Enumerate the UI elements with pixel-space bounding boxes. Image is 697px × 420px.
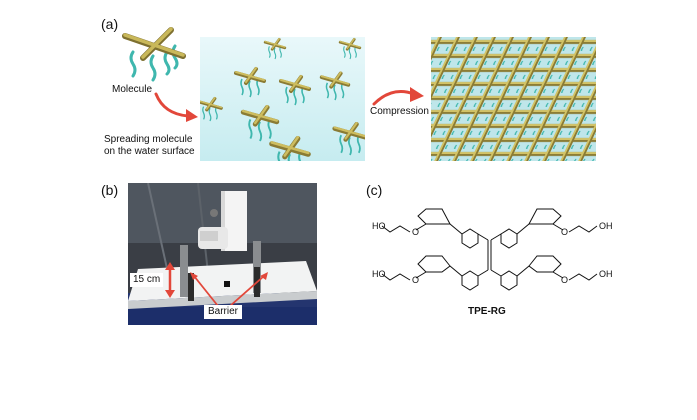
- compressed-film-illustration: [431, 37, 596, 161]
- molecule-illustration: [122, 27, 186, 82]
- o-label: O: [412, 227, 420, 237]
- barrier-caption: Barrier: [204, 305, 243, 319]
- oh-label-bottom-right: OH: [599, 269, 613, 279]
- water-surface-illustration: [200, 37, 365, 161]
- o-label: O: [561, 275, 569, 285]
- spreading-arrow: [154, 92, 198, 122]
- compression-arrow: [372, 87, 424, 106]
- trough-photo: [128, 183, 317, 325]
- compound-name: TPE-RG: [468, 306, 506, 317]
- panel-b-label: (b): [101, 182, 119, 198]
- length-arrow: [165, 262, 175, 298]
- spreading-caption: Spreading molecule on the water surface: [104, 134, 195, 157]
- molecule-caption: Molecule: [112, 84, 153, 95]
- ho-label-top-left: HO: [372, 221, 386, 231]
- tpe-rg-structure: [381, 208, 598, 291]
- panel-c-label: (c): [366, 182, 383, 198]
- oh-label-top-right: OH: [599, 221, 613, 231]
- o-label: O: [561, 227, 569, 237]
- panel-a-label: (a): [101, 16, 119, 32]
- ho-label-bottom-left: HO: [372, 269, 386, 279]
- compression-caption: Compression: [370, 106, 429, 117]
- o-label: O: [412, 275, 420, 285]
- length-caption: 15 cm: [130, 273, 164, 287]
- barrier-pointers: [190, 272, 268, 307]
